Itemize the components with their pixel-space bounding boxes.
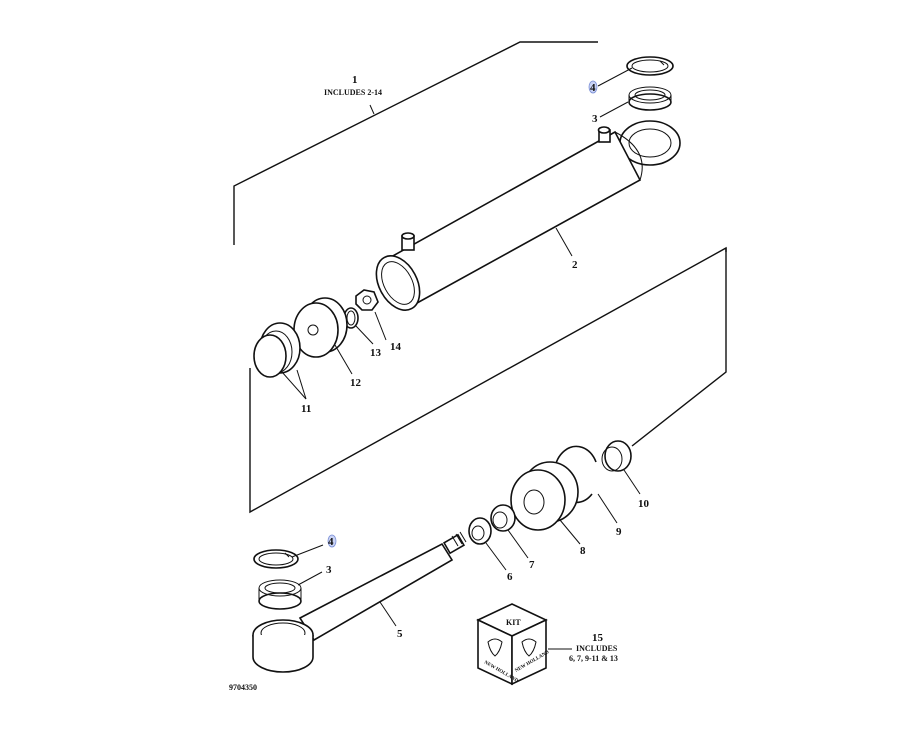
callout-11: 11 <box>301 403 311 415</box>
callout-1: 1 <box>352 74 358 86</box>
bracket-item-1 <box>233 41 598 245</box>
gland-8 <box>510 461 579 531</box>
callout-3-bottom: 3 <box>326 564 332 576</box>
callout-labels: 1 INCLUDES 2-14 4 3 2 13 14 12 11 10 9 8… <box>229 74 650 692</box>
callout-7: 7 <box>529 559 535 571</box>
callout-15-list: 6, 7, 9-11 & 13 <box>569 654 618 663</box>
bushing-bottom <box>258 579 302 610</box>
callout-6: 6 <box>507 571 513 583</box>
callout-9: 9 <box>616 526 622 538</box>
callout-13: 13 <box>370 347 382 359</box>
piston-12 <box>293 297 348 358</box>
snap-ring-bottom <box>253 549 299 569</box>
callout-10: 10 <box>638 498 650 510</box>
piston-seals-11 <box>253 322 301 378</box>
callout-5: 5 <box>397 628 403 640</box>
callout-15-includes: INCLUDES <box>576 644 618 653</box>
highlight-4-top <box>588 80 598 94</box>
figure-code: 9704350 <box>229 683 257 692</box>
callout-8: 8 <box>580 545 586 557</box>
leader-lines <box>281 67 641 650</box>
callout-12: 12 <box>350 377 362 389</box>
callout-14: 14 <box>390 341 402 353</box>
kit-box: KIT NEW HOLLAND NEW HOLLAND <box>476 603 551 686</box>
snap-ring-top <box>626 56 674 76</box>
callout-4-bottom: 4 <box>328 536 334 548</box>
kit-label: KIT <box>506 618 521 627</box>
bushing-top <box>628 86 672 111</box>
callout-15: 15 <box>592 632 604 644</box>
callout-2: 2 <box>572 259 578 271</box>
wiper-7 <box>490 504 516 532</box>
cylinder-barrel <box>375 120 681 311</box>
highlight-4-bottom <box>327 534 337 548</box>
callout-4-top: 4 <box>590 82 596 94</box>
callout-3-top: 3 <box>592 113 598 125</box>
bracket-item-15 <box>249 246 727 514</box>
callout-1-includes: INCLUDES 2-14 <box>324 88 382 97</box>
ring-10 <box>601 440 632 472</box>
seal-6 <box>468 517 492 545</box>
piston-rod-5 <box>252 531 467 673</box>
nut <box>355 289 379 311</box>
